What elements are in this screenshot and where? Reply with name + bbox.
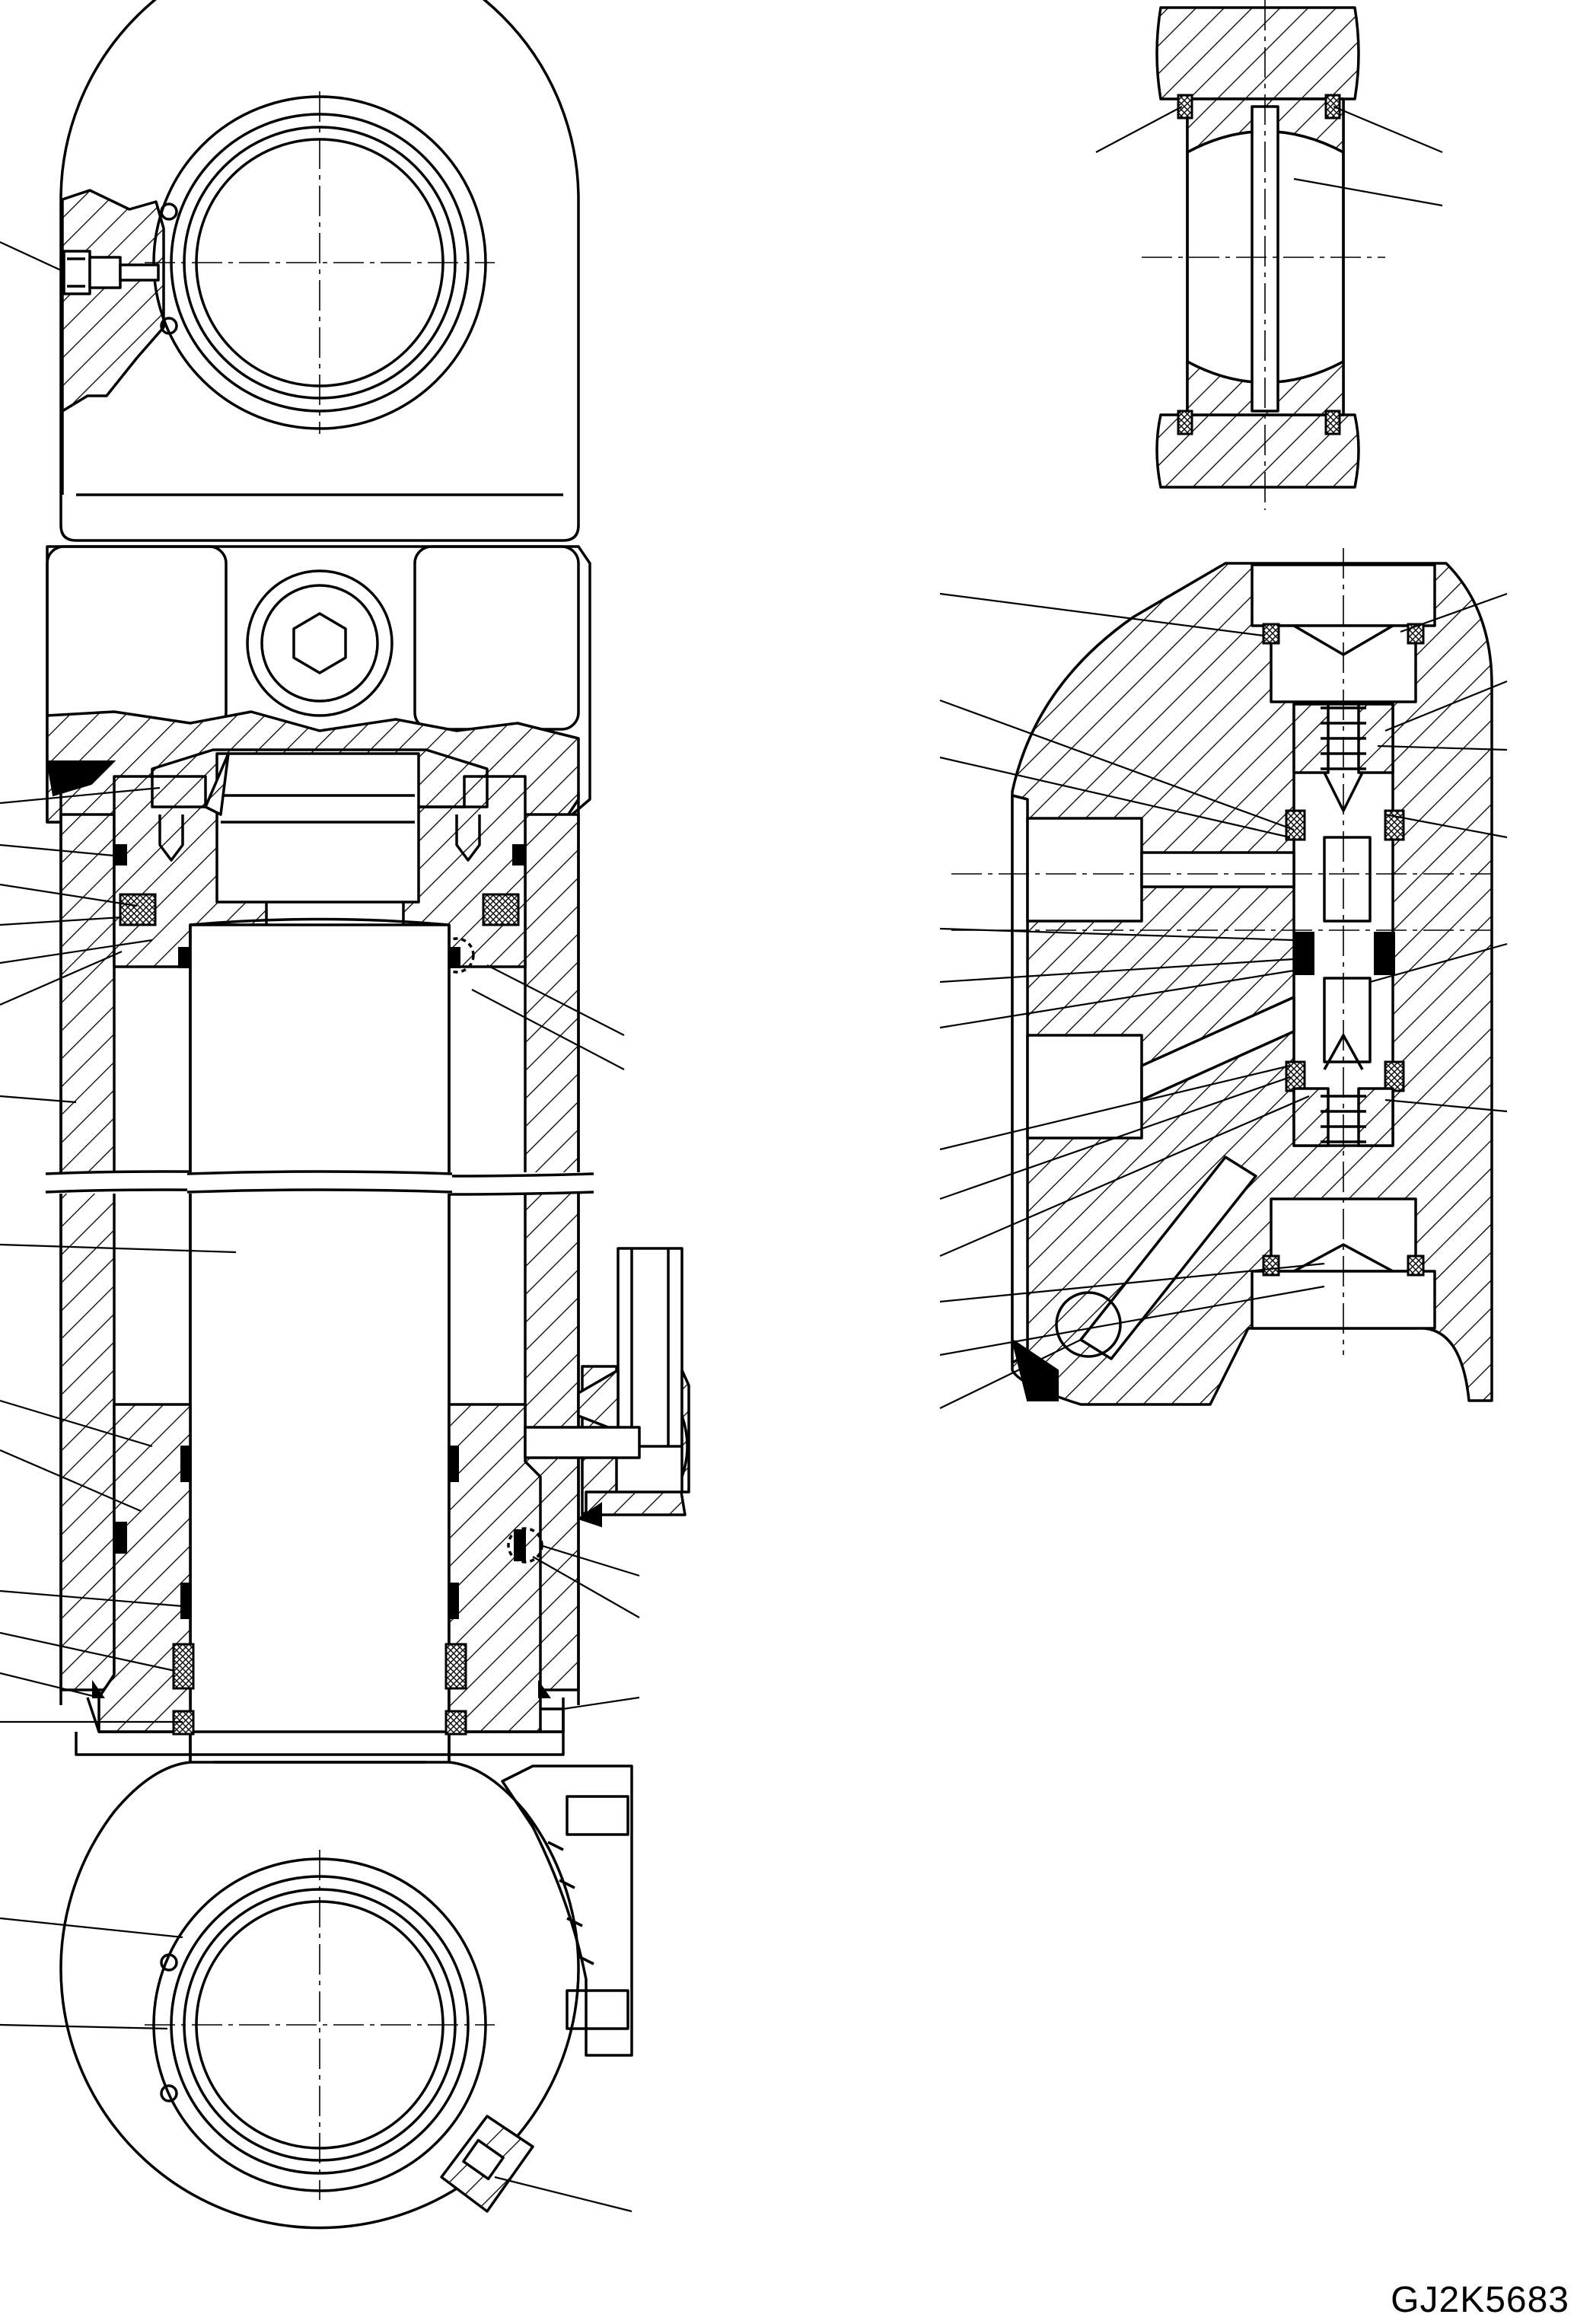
- head-clevis-eye: [59, 0, 580, 542]
- drawing-code: GJ2K5683: [1391, 2280, 1569, 2320]
- rod-end-eye: [59, 1761, 633, 2230]
- spherical-bushing-section: [1095, 0, 1443, 510]
- rod-guide: [75, 1403, 565, 1756]
- hydraulic-cylinder-section: [0, 0, 690, 2230]
- pipe-fitting: [524, 1247, 690, 1528]
- piston-rod: [186, 917, 453, 1764]
- leader-lines-main: [0, 241, 640, 2213]
- grease-nipple: [62, 250, 160, 295]
- piston: [113, 748, 527, 974]
- check-valve-block-section: [939, 548, 1508, 1409]
